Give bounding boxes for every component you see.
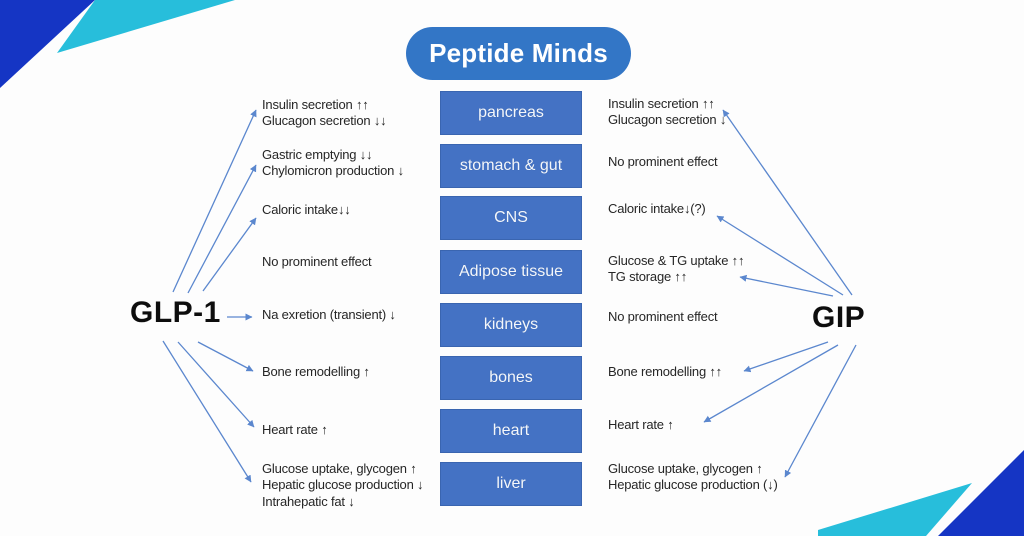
glp1-effect-liver: Glucose uptake, glycogen ↑ Hepatic gluco…: [262, 461, 424, 509]
top-left-dark-triangle: [0, 0, 95, 88]
arrow-glp1-pancreas: [172, 109, 257, 293]
gip-effect-stomach-gut: No prominent effect: [608, 154, 718, 169]
organ-box-adipose-tissue: Adipose tissue: [440, 250, 582, 294]
arrow-glp1-bones: [197, 341, 254, 372]
organ-box-liver: liver: [440, 462, 582, 506]
bottom-right-cyan-triangle: [818, 483, 972, 536]
bottom-right-dark-triangle: [938, 450, 1024, 536]
organ-box-heart: heart: [440, 409, 582, 453]
page-title: Peptide Minds: [429, 38, 608, 68]
organ-box-bones: bones: [440, 356, 582, 400]
glp1-effect-heart: Heart rate ↑: [262, 422, 328, 437]
gip-effect-liver: Glucose uptake, glycogen ↑ Hepatic gluco…: [608, 461, 778, 493]
title-pill: Peptide Minds: [406, 27, 631, 80]
gip-effect-kidneys: No prominent effect: [608, 309, 718, 324]
top-left-cyan-triangle: [57, 0, 235, 53]
arrow-gip-heart: [703, 344, 839, 423]
organ-box-stomach-gut: stomach & gut: [440, 144, 582, 188]
arrow-glp1-heart: [177, 341, 255, 428]
arrow-glp1-liver: [162, 340, 252, 483]
glp1-effect-kidneys: Na exretion (transient) ↓: [262, 307, 396, 322]
glp1-label: GLP-1: [130, 296, 221, 329]
arrow-glp1-stomach: [187, 164, 257, 294]
gip-label: GIP: [812, 301, 866, 334]
gip-effect-pancreas: Insulin secretion ↑↑ Glucagon secretion …: [608, 96, 727, 128]
gip-effect-adipose-tissue: Glucose & TG uptake ↑↑ TG storage ↑↑: [608, 253, 745, 285]
glp1-effect-cns: Caloric intake↓↓: [262, 202, 351, 217]
gip-effect-bones: Bone remodelling ↑↑: [608, 364, 722, 379]
gip-effect-heart: Heart rate ↑: [608, 417, 674, 432]
glp1-effect-adipose-tissue: No prominent effect: [262, 254, 372, 269]
arrow-glp1-cns: [202, 217, 257, 292]
glp1-effect-stomach-gut: Gastric emptying ↓↓ Chylomicron producti…: [262, 147, 404, 179]
gip-effect-cns: Caloric intake↓(?): [608, 201, 706, 216]
glp1-effect-pancreas: Insulin secretion ↑↑ Glucagon secretion …: [262, 97, 387, 129]
glp1-effect-bones: Bone remodelling ↑: [262, 364, 370, 379]
organ-box-kidneys: kidneys: [440, 303, 582, 347]
organ-box-cns: CNS: [440, 196, 582, 240]
organ-box-pancreas: pancreas: [440, 91, 582, 135]
